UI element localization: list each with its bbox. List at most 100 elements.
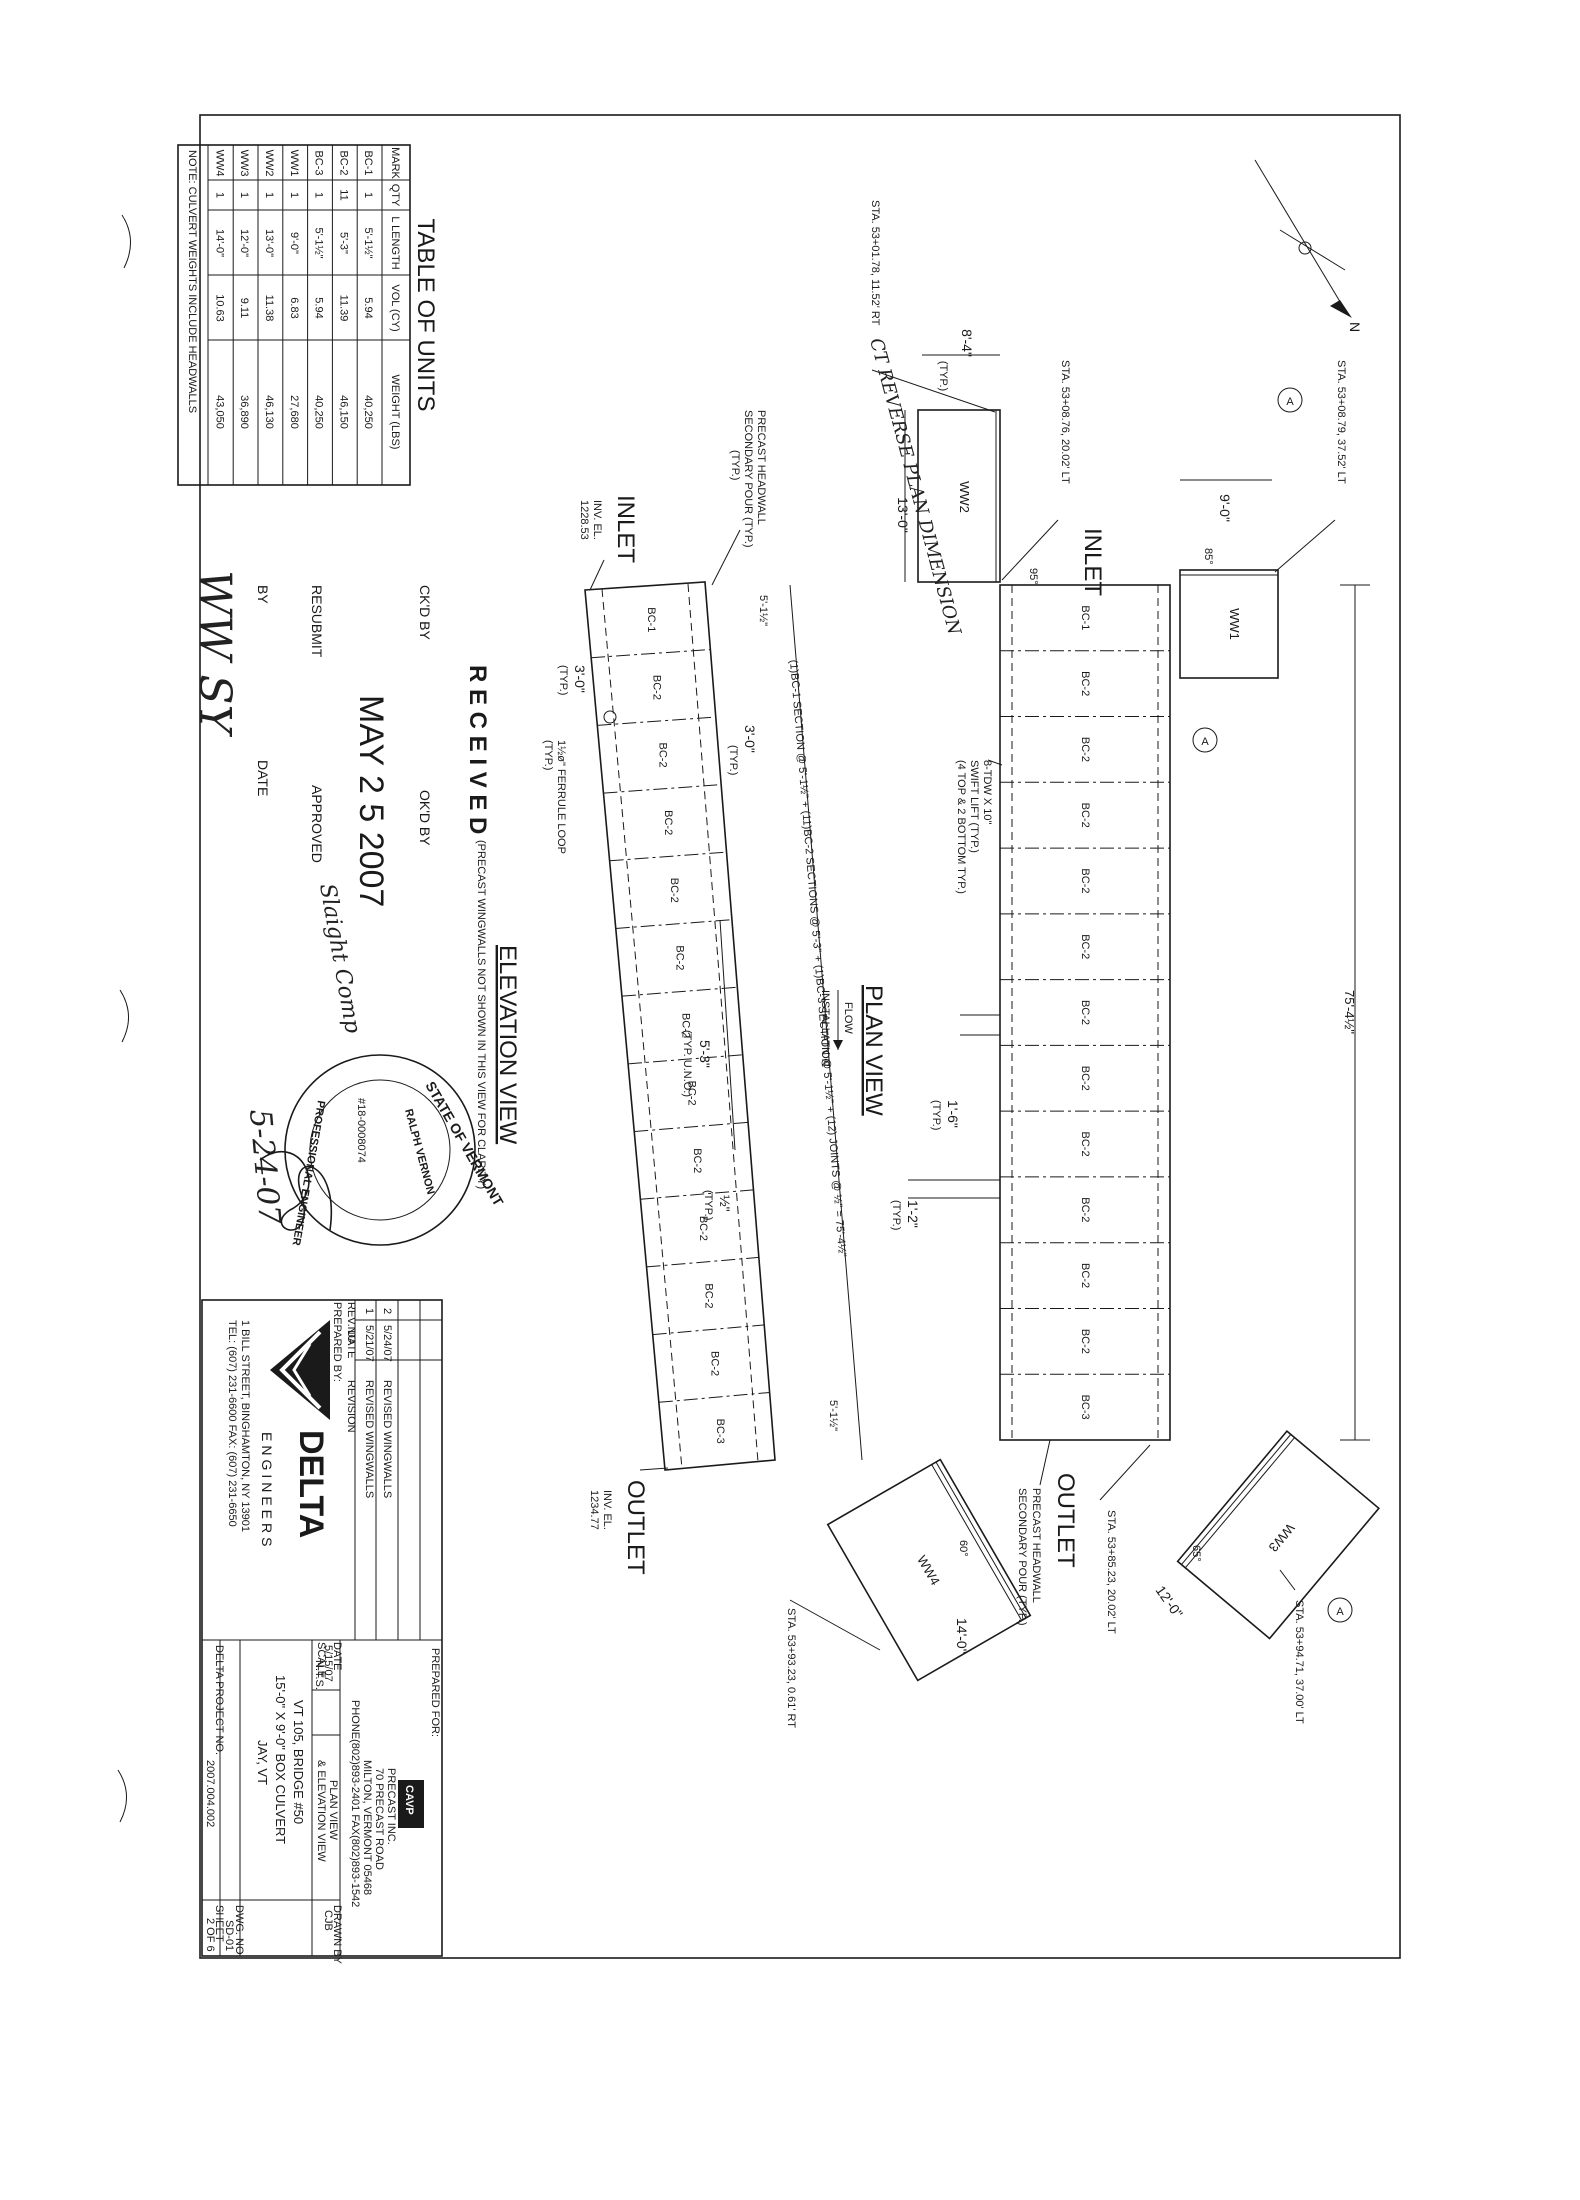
- delta-logo-icon: [270, 1320, 330, 1420]
- wingwall-ww2-label: WW2: [957, 481, 972, 513]
- plan-angle-85: 85°: [1202, 548, 1214, 565]
- section-marker-a-label: A: [1286, 396, 1294, 408]
- table-cell: 11.39: [337, 295, 349, 322]
- title-block: 2 5/24/07 REVISED WINGWALLS 1 5/21/07 RE…: [201, 1299, 443, 1965]
- plan-sta-top-left: STA. 53+01.78, 11.52' RT: [869, 200, 881, 326]
- plan-lift-2: SWIFT LIFT (TYP.): [968, 760, 980, 853]
- plan-sta-inlet: STA. 53+08.76, 20.02' LT: [1059, 360, 1071, 484]
- table-cell: 40,250: [362, 395, 374, 429]
- plan-dim-1-6: 1'-6": [945, 1100, 961, 1128]
- plan-inlet-label: INLET: [1079, 528, 1106, 596]
- plan-segment-label: BC-2: [1079, 671, 1091, 696]
- table-cell: BC-2: [337, 150, 349, 175]
- elevation-dim-3-0b: 3'-0": [742, 725, 758, 753]
- revision-header-desc: REVISION: [345, 1380, 357, 1433]
- elevation-dim-5-3: 5'-3": [697, 1040, 713, 1068]
- table-cell: 6.83: [288, 297, 300, 318]
- plan-lift-1: 8-TDW X 10": [981, 760, 993, 825]
- north-label: N: [1347, 322, 1363, 332]
- elevation-ferrule: 1½ø" FERRULE LOOP: [555, 740, 567, 854]
- elevation-joint-line: [615, 919, 732, 929]
- wingwall-ww1: [1179, 569, 1279, 679]
- plan-dim-8-4-typ: (TYP.): [937, 361, 949, 391]
- revision-header-date: DATE: [345, 1330, 357, 1359]
- plan-dim-1-6-typ: (TYP.): [930, 1100, 942, 1130]
- north-arrow-icon: [1254, 159, 1352, 318]
- elevation-segment-label: BC-2: [651, 675, 663, 700]
- plan-segment-label: BC-2: [1079, 1132, 1091, 1157]
- elevation-dim-3-0-typ: (TYP.): [557, 665, 569, 695]
- table-note: NOTE: CULVERT WEIGHTS INCLUDE HEADWALLS: [186, 150, 198, 413]
- culvert-barrel-elevation: [584, 581, 776, 1471]
- elevation-segment-label: BC-2: [708, 1351, 720, 1376]
- binder-hole-mark: [121, 214, 131, 269]
- elevation-inlet-label: INLET: [612, 495, 639, 563]
- elevation-joint-line: [646, 1256, 759, 1268]
- table-cell: 9'-0": [288, 232, 300, 254]
- elevation-dim-3-0: 3'-0": [572, 665, 588, 693]
- plan-headwall-2: SECONDARY POUR (TYP.): [1016, 1488, 1028, 1626]
- elevation-joint-line: [652, 1324, 765, 1336]
- ferrule-loop-icon: [603, 710, 617, 724]
- plan-dim-1-2: 1'-2": [905, 1200, 921, 1228]
- tb-scale: N.T.S.: [313, 1660, 325, 1690]
- table-cell: 11: [337, 189, 349, 200]
- table-cell: WW1: [288, 150, 300, 177]
- plan-headwall-1: PRECAST HEADWALL: [1030, 1488, 1042, 1603]
- elevation-joint-line: [640, 1189, 754, 1200]
- elevation-segment-label: BC-2: [685, 1081, 697, 1106]
- table-cell: 1: [213, 192, 225, 198]
- elevation-headwall-2: SECONDARY POUR (TYP.): [742, 410, 754, 548]
- plan-sta-outlet: STA. 53+85.23, 20.02' LT: [1105, 1510, 1117, 1634]
- table-cell: 27,680: [288, 395, 300, 429]
- plan-dim-8-4: 8'-4": [959, 329, 975, 357]
- stamp-ckd-by: CK'D BY: [417, 585, 433, 640]
- plan-dim-overall: 75'-4½": [1342, 990, 1357, 1034]
- plan-segment-label: BC-2: [1079, 1066, 1091, 1091]
- plan-segment-label: BC-2: [1079, 1329, 1091, 1354]
- stamp-received: R E C E I V E D: [464, 665, 491, 834]
- elevation-segment-label: BC-1: [645, 607, 657, 632]
- revision-row-1-no: 1: [363, 1308, 375, 1314]
- elevation-segment-label: BC-2: [668, 878, 680, 903]
- client-line-3: MILTON, VERMONT 05468: [361, 1760, 373, 1895]
- plan-segment-label: BC-2: [1079, 1197, 1091, 1222]
- table-header-length: L LENGTH: [389, 216, 401, 269]
- elevation-segment-label: BC-2: [656, 743, 668, 768]
- table-cell: 36,890: [238, 395, 250, 429]
- sheet-border: [199, 114, 1401, 1959]
- elevation-segment-label: BC-2: [697, 1216, 709, 1241]
- tb-sheet: 2 OF 6: [204, 1918, 216, 1952]
- tb-title-2: & ELEVATION VIEW: [315, 1760, 327, 1862]
- plan-segment-label: BC-2: [1079, 868, 1091, 893]
- table-cell: 9.11: [238, 298, 250, 319]
- revision-header-no: REV.NO.: [345, 1302, 357, 1346]
- wingwall-ww3: [1176, 1430, 1380, 1640]
- section-marker-a: [1192, 727, 1218, 753]
- elevation-segment-label: BC-2: [691, 1148, 703, 1173]
- table-cell: 43,050: [213, 395, 225, 429]
- elevation-segment-label: BC-2: [703, 1283, 715, 1308]
- plan-segment-label: BC-2: [1079, 737, 1091, 762]
- table-cell: BC-1: [362, 150, 374, 175]
- plan-dim-9-0: 9'-0": [1217, 494, 1233, 522]
- tb-project-1: VT 105, BRIDGE #50: [291, 1700, 306, 1824]
- elevation-note: (PRECAST WINGWALLS NOT SHOWN IN THIS VIE…: [475, 840, 487, 1189]
- client-logo: [398, 1780, 424, 1828]
- firm-name: DELTA: [292, 1430, 330, 1538]
- stamp-okd-by: OK'D BY: [417, 790, 433, 846]
- elevation-dim-half-typ: (TYP.): [702, 1190, 714, 1220]
- elevation-view-title: ELEVATION VIEW: [494, 945, 521, 1144]
- stamp-date: MAY 2 5 2007: [352, 695, 390, 907]
- elevation-inv-outlet-2: 1234.77: [588, 1490, 600, 1530]
- plan-view: BC-1BC-2BC-2BC-2BC-2BC-2BC-2BC-2BC-2BC-2…: [785, 159, 1380, 1728]
- elevation-inv-outlet-1: INV. EL.: [601, 1490, 613, 1530]
- firm-address: 1 BILL STREET, BINGHAMTON, NY 13901: [239, 1320, 251, 1532]
- table-cell: 5'-3": [337, 232, 349, 254]
- wingwall-ww4: [826, 1458, 1032, 1682]
- tb-drawn-label: DRAWN BY: [331, 1905, 343, 1965]
- elevation-segment-label: BC-3: [714, 1419, 726, 1444]
- plan-outlet-label: OUTLET: [1052, 1473, 1079, 1568]
- table-header-qty: QTY: [389, 184, 401, 207]
- tb-sheet-label: SHEET: [213, 1905, 225, 1942]
